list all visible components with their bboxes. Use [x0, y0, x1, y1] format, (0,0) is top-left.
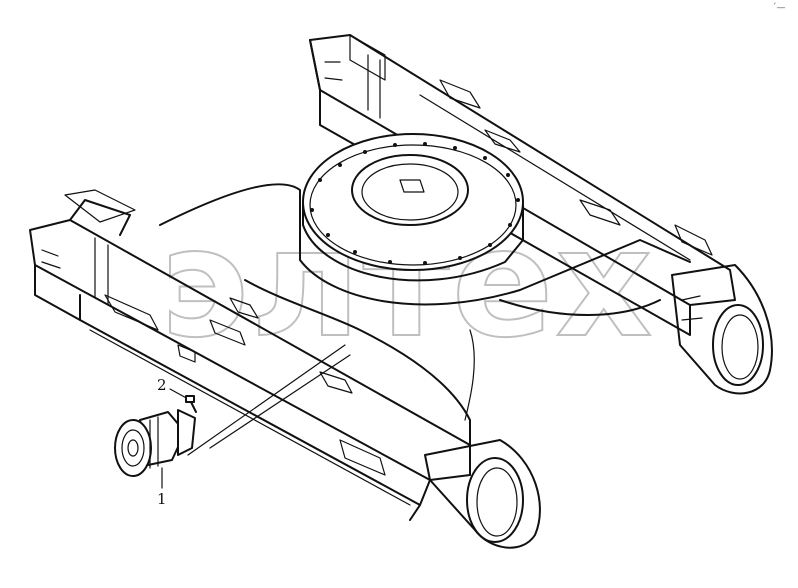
lower-idler-yoke	[424, 439, 541, 549]
callout-1: 1	[157, 490, 167, 508]
center-cross-frame	[159, 183, 691, 446]
bolt-part-2	[185, 395, 197, 413]
swing-bearing	[302, 133, 524, 282]
lower-side-frame	[29, 189, 471, 521]
track-roller-part-1	[114, 409, 196, 477]
leader-lines	[161, 344, 351, 489]
upper-idler-yoke	[671, 264, 773, 395]
bolt-holes	[310, 142, 520, 265]
callout-2: 2	[157, 376, 167, 394]
corner-mark: ´—	[772, 2, 786, 13]
